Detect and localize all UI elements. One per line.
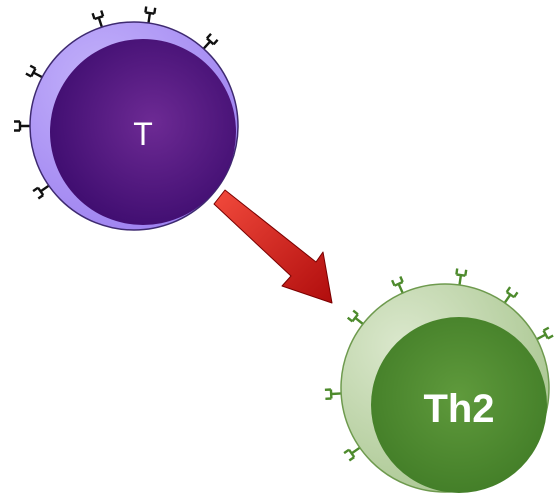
receptor-icon: [324, 388, 342, 400]
differentiation-arrow: [213, 189, 333, 304]
th2-cell: Th2: [324, 268, 554, 493]
t-cell-receptors: [14, 6, 219, 200]
t-cell-label: T: [133, 116, 153, 152]
t-cell-nucleus: [50, 39, 236, 225]
receptor-icon: [144, 6, 157, 24]
th2-cell-label: Th2: [423, 387, 494, 431]
receptor-icon: [202, 32, 219, 50]
receptor-icon: [14, 120, 30, 132]
receptor-icon: [503, 286, 519, 304]
t-cell: T: [14, 6, 239, 231]
receptor-icon: [455, 268, 468, 286]
arrow-shape: [213, 189, 333, 304]
receptor-icon: [91, 10, 105, 28]
receptor-icon: [346, 309, 364, 325]
receptor-icon: [343, 446, 361, 462]
receptor-icon: [32, 184, 50, 200]
receptor-icon: [536, 326, 554, 341]
th2-cell-nucleus: [371, 317, 547, 493]
receptor-icon: [25, 64, 43, 79]
receptor-icon: [391, 276, 404, 294]
th2-cell-receptors: [324, 268, 554, 462]
